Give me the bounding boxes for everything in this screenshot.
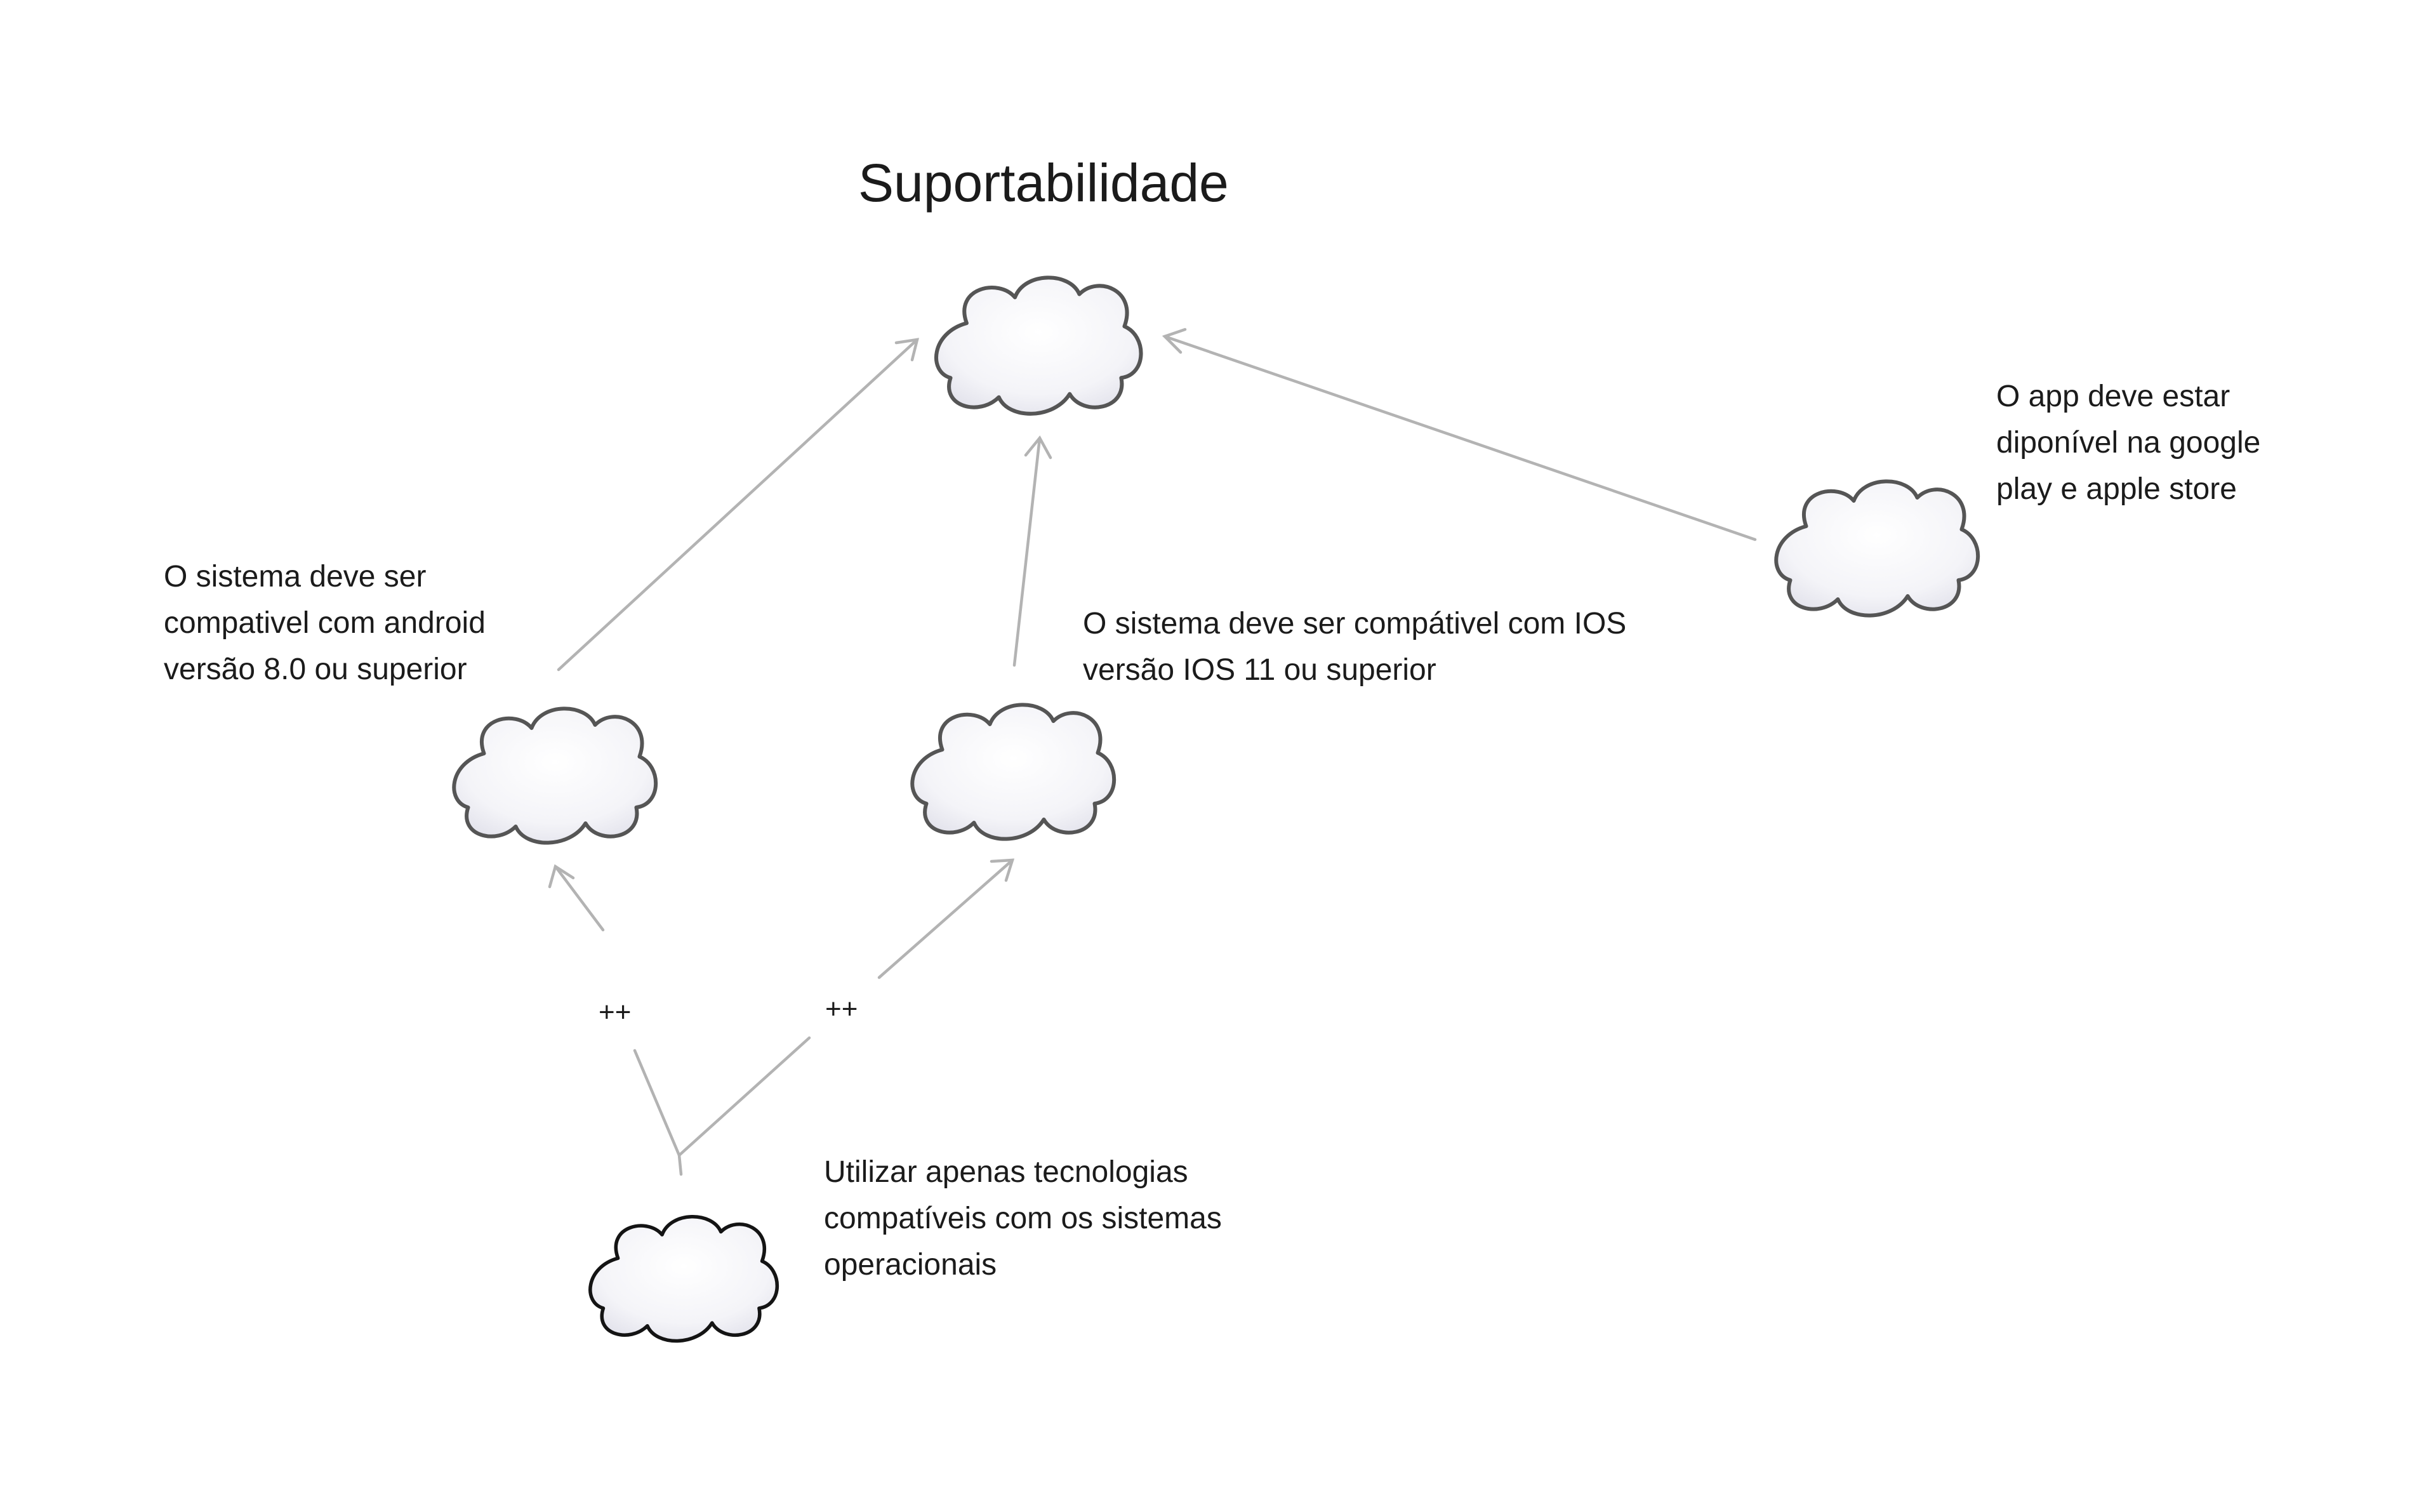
arrowhead-android-to-root: [894, 338, 920, 362]
link-tech-stem: [677, 1153, 683, 1176]
contribution-label-ios: ++: [825, 993, 858, 1025]
arrowhead-ios-to-root: [1024, 435, 1052, 460]
link-store-to-root: [1163, 335, 1757, 541]
link-ios-to-root: [1012, 436, 1042, 667]
arrowhead-tech-to-ios: [990, 858, 1015, 882]
contribution-label-android: ++: [599, 997, 632, 1028]
softgoal-tech-label: Utilizar apenas tecnologias compatíveis …: [824, 1155, 1222, 1282]
softgoal-root-cloud[interactable]: [936, 277, 1141, 413]
arrowhead-tech-to-android: [548, 864, 575, 889]
softgoal-tech-cloud[interactable]: [590, 1217, 777, 1341]
arrowhead-store-to-root: [1162, 328, 1187, 354]
link-tech-to-android: [553, 865, 605, 932]
link-tech-to-ios: [877, 858, 1014, 979]
softgoal-ios-label: O sistema deve ser compátivel com IOS ve…: [1083, 607, 1627, 687]
softgoal-ios-cloud[interactable]: [912, 705, 1114, 839]
link-tech-branch: [633, 1036, 811, 1158]
links: [548, 328, 1757, 1176]
link-android-to-root: [557, 338, 919, 672]
softgoal-store-cloud[interactable]: [1776, 481, 1978, 615]
softgoal-android-cloud[interactable]: [454, 708, 656, 842]
softgoal-android-label: O sistema deve ser compativel com androi…: [164, 560, 486, 686]
diagram-title: Suportabilidade: [858, 153, 1229, 213]
softgoal-store-label: O app deve estar diponível na google pla…: [1996, 380, 2261, 506]
